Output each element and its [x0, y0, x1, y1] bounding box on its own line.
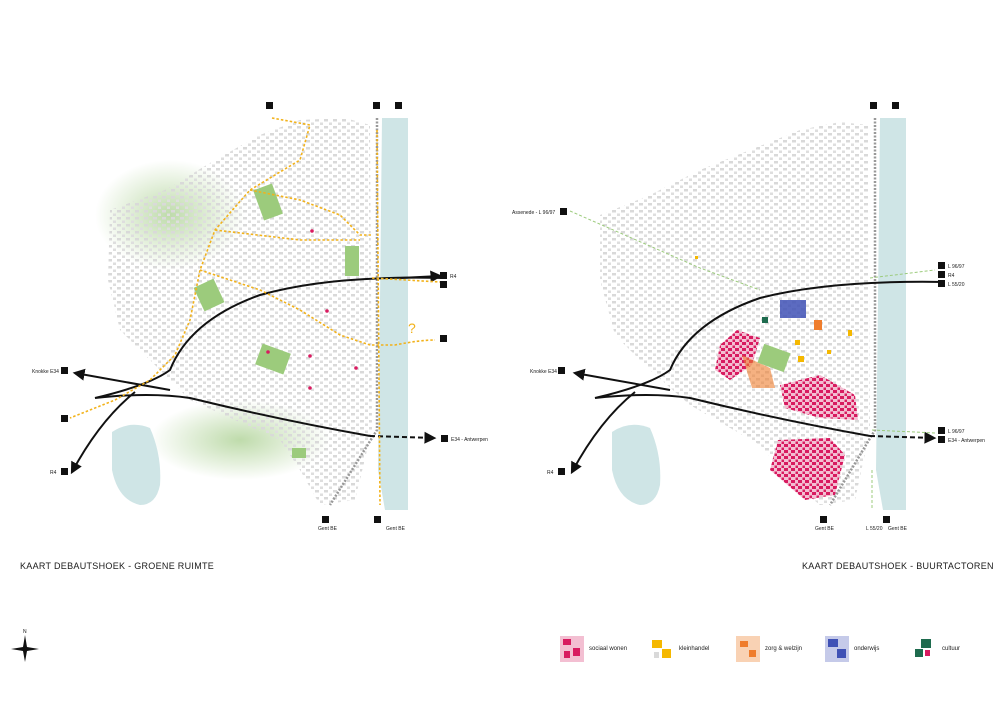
legend-item-care: zorg & welzijn: [736, 636, 802, 662]
right-motorway-west: [572, 368, 671, 391]
left-label-knokke: Knokke E34: [32, 369, 59, 375]
right-social-housing-south: [770, 438, 845, 500]
left-train-icon-top: [373, 102, 380, 109]
legend-label: zorg & welzijn: [765, 646, 803, 652]
right-car-icon-r4: [938, 271, 945, 278]
north-arrow-icon: N: [11, 629, 39, 662]
legend-label: kleinhandel: [679, 646, 710, 652]
right-park: [757, 343, 791, 373]
right-river: [876, 118, 906, 510]
right-label-r4-top: R4: [948, 273, 955, 279]
right-map: Assenede - L 96/97 L 96/97 R4 L 55/20 Kn…: [512, 102, 985, 532]
right-icons: [558, 102, 945, 523]
left-park-2: [345, 246, 359, 276]
right-bike-icon-top: [892, 102, 899, 109]
left-urban-fabric: [108, 118, 372, 505]
left-walk-icon-top: [266, 102, 273, 109]
retail-swatch: [650, 636, 674, 662]
right-train-icon-top: [870, 102, 877, 109]
left-park-3: [255, 343, 291, 375]
left-motorway-sw: [70, 391, 136, 475]
left-icons: [61, 102, 448, 523]
right-motorway-east-dashed: [869, 431, 937, 444]
right-culture-block: [762, 317, 768, 323]
right-label-l5530-bottom: L 55/20: [866, 526, 883, 532]
right-car-icon-r4-south: [558, 468, 565, 475]
left-motorway-west: [72, 368, 171, 391]
right-orange-block: [814, 320, 822, 330]
left-park-5: [292, 448, 306, 458]
legend-item-education: onderwijs: [825, 636, 879, 662]
right-label-l9697-top: L 96/97: [948, 264, 965, 270]
right-retail-blocks: [695, 256, 852, 362]
right-label-gent-train: Gent BE: [815, 526, 835, 532]
left-car-icon-r4-south: [61, 468, 68, 475]
care-swatch: [736, 636, 760, 662]
left-park-markers: [266, 229, 358, 390]
right-label-gent-bus: Gent BE: [888, 526, 908, 532]
right-label-e34: E34 - Antwerpen: [948, 438, 985, 444]
left-railway: [328, 118, 379, 506]
left-ring-east-arrow: [399, 270, 443, 283]
left-river: [378, 118, 408, 510]
right-bus-icon-l5530: [938, 280, 945, 287]
right-social-housing-north: [715, 330, 760, 380]
left-walk-icon-q: [440, 335, 447, 342]
social-housing-swatch: [560, 636, 584, 662]
right-motorway-sw: [570, 391, 636, 475]
right-label-r4-south: R4: [547, 470, 554, 476]
right-lake: [612, 424, 661, 505]
right-train-icon-bottom: [820, 516, 827, 523]
left-park-4: [193, 278, 225, 312]
right-ring-road: [594, 280, 946, 437]
left-map: ? R4 Knokke E34 E34 - Antwerpen R4 Gent: [32, 102, 488, 532]
right-label-l9697-bottom: L 96/97: [948, 429, 965, 435]
left-train-icon-bottom: [322, 516, 329, 523]
legend-label: sociaal wonen: [589, 646, 628, 652]
north-label: N: [23, 629, 27, 635]
left-question-mark: ?: [408, 320, 416, 336]
right-car-icon-knokke: [558, 367, 565, 374]
left-motorway-east-dashed: [369, 431, 437, 444]
legend-item-retail: kleinhandel: [650, 636, 709, 662]
left-label-r4-south: R4: [50, 470, 57, 476]
right-bus-lines: [569, 210, 936, 510]
left-label-e34: E34 - Antwerpen: [451, 437, 488, 443]
left-label-r4: R4: [450, 274, 457, 280]
legend-label: cultuur: [942, 646, 961, 652]
right-care-zone: [742, 355, 775, 388]
culture-swatch: [913, 636, 937, 662]
right-education-block: [780, 300, 806, 318]
left-car-icon-r4: [440, 272, 447, 279]
left-label-gent-train: Gent BE: [318, 526, 338, 532]
right-label-knokke: Knokke E34: [530, 369, 557, 375]
left-slow-routes: [69, 117, 441, 506]
legend-label: onderwijs: [854, 646, 880, 652]
education-swatch: [825, 636, 849, 662]
legend-item-culture: cultuur: [913, 636, 960, 662]
left-map-title: KAART DEBAUTSHOEK - GROENE RUIMTE: [20, 561, 215, 571]
left-car-icon-knokke: [61, 367, 68, 374]
right-car-icon-e34: [938, 436, 945, 443]
right-bus-icon-l9697-bottom: [938, 427, 945, 434]
right-label-assenede: Assenede - L 96/97: [512, 210, 555, 216]
left-bike-icon-top: [395, 102, 402, 109]
left-car-icon-e34: [441, 435, 448, 442]
left-lake: [112, 424, 161, 505]
right-bus-icon-bottom: [883, 516, 890, 523]
right-label-l5530-top: L 55/20: [948, 282, 965, 288]
right-social-housing-east: [780, 375, 858, 420]
left-walk-icon-r4: [440, 281, 447, 288]
left-bike-icon-bottom: [374, 516, 381, 523]
left-label-gent-bike: Gent BE: [386, 526, 406, 532]
right-bus-icon-assenede: [560, 208, 567, 215]
legend-item-social-housing: sociaal wonen: [560, 636, 627, 662]
left-walk-icon-west: [61, 415, 68, 422]
right-bus-icon-l9697: [938, 262, 945, 269]
right-map-title: KAART DEBAUTSHOEK - BUURTACTOREN: [802, 561, 994, 571]
